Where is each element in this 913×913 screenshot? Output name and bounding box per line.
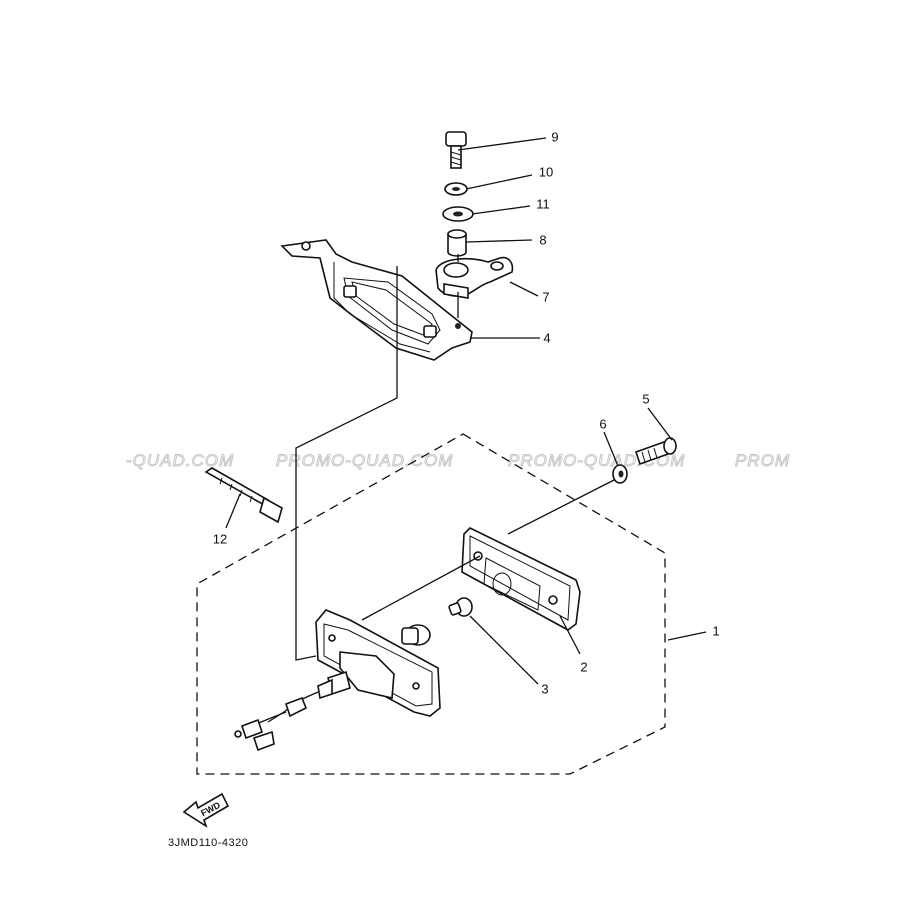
part-label-8: 8 [539,232,546,247]
bracket-part-4 [280,239,473,361]
bolt-part-9 [445,131,467,169]
part-label-3: 3 [541,681,548,696]
washer-part-6 [612,464,628,484]
watermark-4: PROM [735,451,790,470]
diagram-code: 3JMD110-4320 [168,837,248,849]
leader-lines [225,137,707,685]
part-label-5: 5 [642,391,649,406]
part-label-6: 6 [599,416,606,431]
watermark-2: PROMO-QUAD.COM [276,451,453,470]
tail-light-assembly-outline [196,433,666,775]
stay-part-7 [435,256,514,299]
lens-part-2 [461,527,581,631]
part-label-4: 4 [543,330,550,345]
part-label-12: 12 [213,531,227,546]
spring-washer-part-10 [444,182,468,196]
washer-part-11 [442,206,474,222]
part-label-1: 1 [712,623,719,638]
watermark-group: -QUAD.COM PROMO-QUAD.COM PROMO-QUAD.COM … [126,451,790,471]
part-label-9: 9 [551,129,558,144]
part-label-7: 7 [542,289,549,304]
collar-part-8 [447,229,467,257]
screw-part-5 [634,437,677,466]
cable-tie-part-12 [204,467,283,524]
part-label-11: 11 [536,196,550,211]
forward-arrow-icon: FWD [182,792,230,828]
tail-light-housing [234,609,441,752]
part-label-2: 2 [580,659,587,674]
part-label-10: 10 [539,164,553,179]
part-labels: 1 2 3 4 5 6 7 8 9 10 11 12 [213,129,720,696]
watermark-1: -QUAD.COM [126,451,234,470]
bulb-part-3 [448,597,473,617]
